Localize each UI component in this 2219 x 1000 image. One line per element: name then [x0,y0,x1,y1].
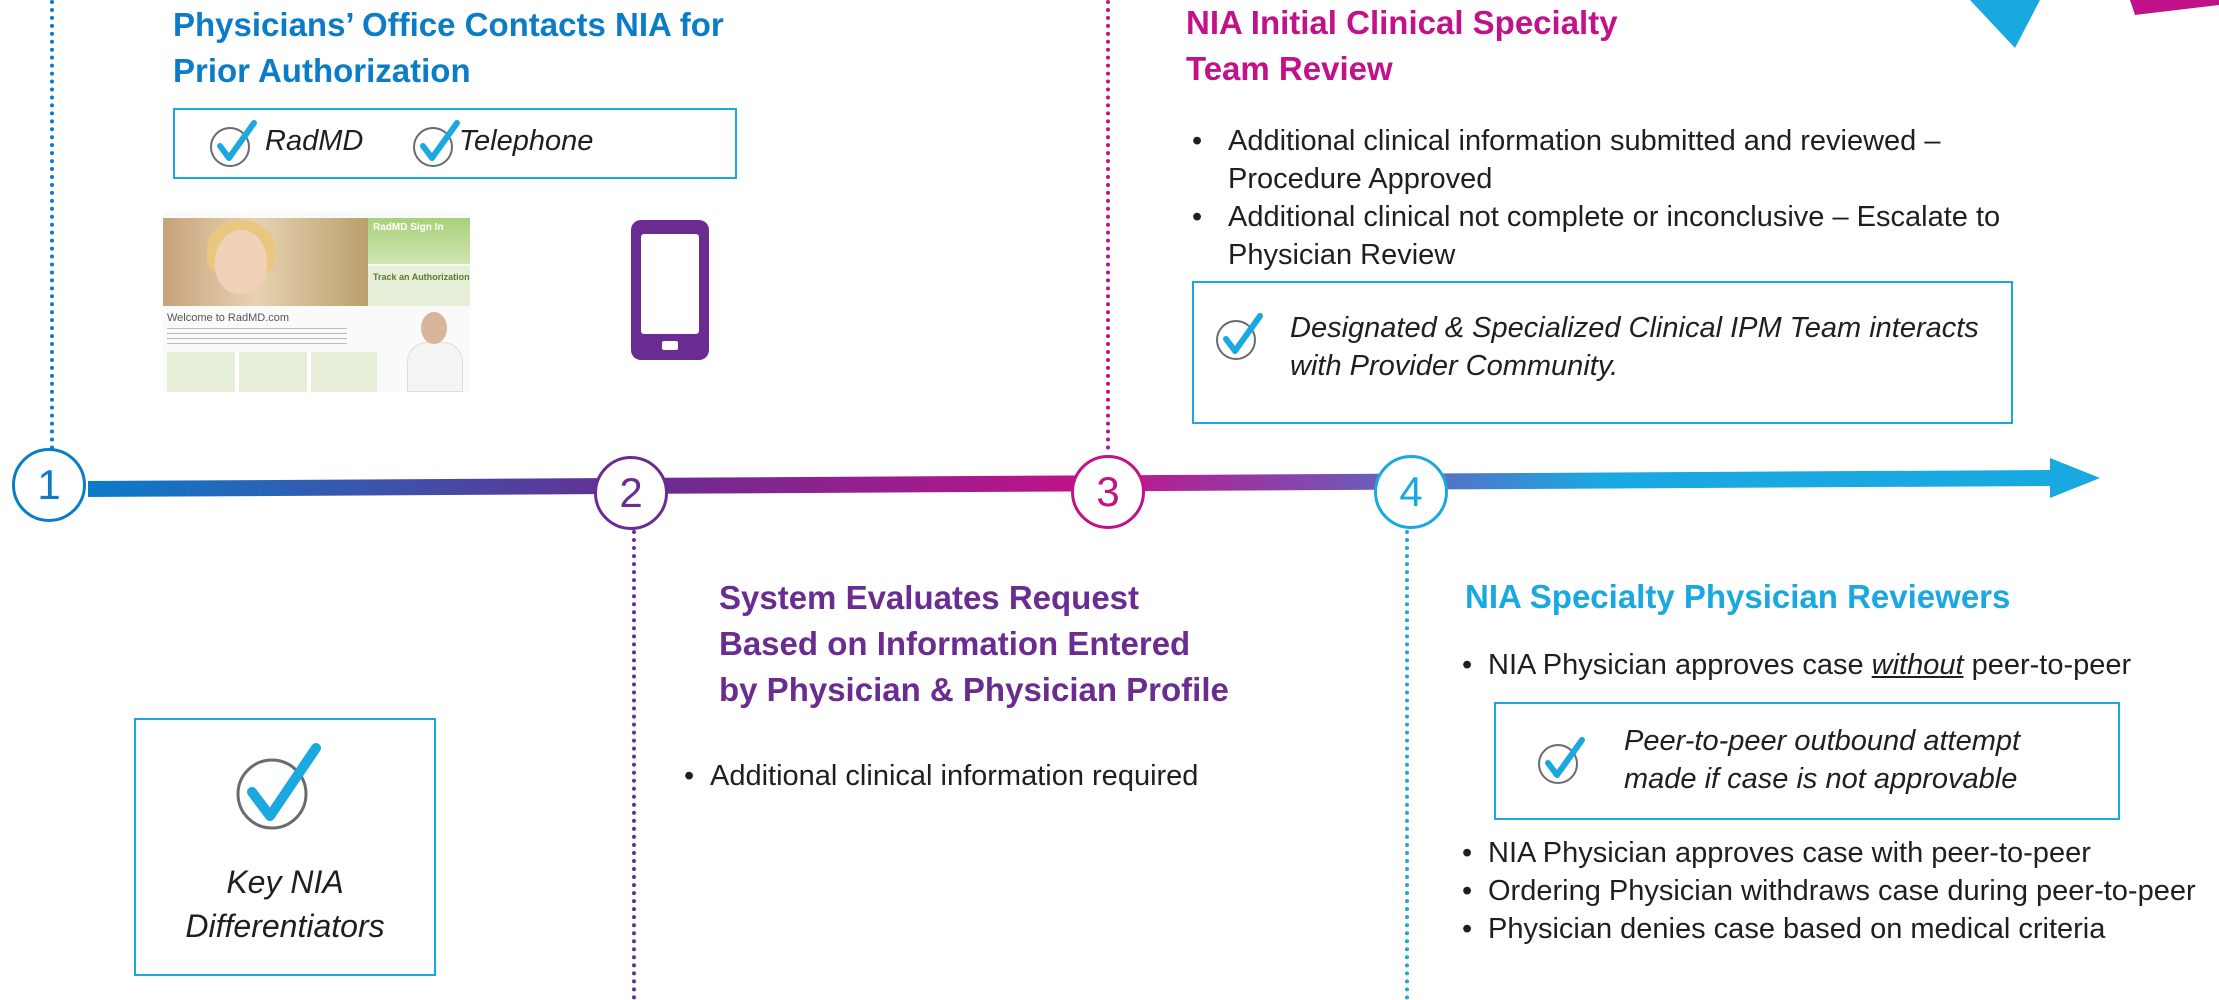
step-3-callout-box: Designated & Specialized Clinical IPM Te… [1192,281,2013,424]
bullet-emphasis: without [1871,649,1964,681]
body-text-lines [167,328,347,348]
step-4-number: 4 [1399,468,1423,515]
legend-line: Differentiators [185,908,385,944]
phone-icon [631,220,709,360]
step-3-title-line: Team Review [1186,50,1393,87]
radmd-option: RadMD [265,125,364,157]
step-2-title-line: Based on Information Entered [719,625,1191,662]
check-icon [1216,313,1263,360]
list-item: NIA Physician approves case with peer-to… [1462,834,2212,872]
legend-label: Key NIA Differentiators [136,860,434,948]
step-1-title: Physicians’ Office Contacts NIA for Prio… [173,2,793,94]
step-2-title-line: System Evaluates Request [719,579,1140,616]
callout-line: made if case is not approvable [1624,763,2018,795]
doctor-body [407,342,463,392]
step-1-title-line: Prior Authorization [173,52,471,89]
step-3-title: NIA Initial Clinical Specialty Team Revi… [1186,0,1746,92]
doctor-head [421,312,447,344]
list-item: Ordering Physician withdraws case during… [1462,872,2212,910]
signin-title: RadMD Sign In [373,222,444,233]
step-2-number: 2 [619,469,643,516]
step-1-number: 1 [37,461,61,508]
list-item: Additional clinical information submitte… [1188,122,2008,198]
welcome-text: Welcome to RadMD.com [167,312,290,324]
check-icon [413,120,460,167]
list-item: NIA Physician approves case without peer… [1462,646,2202,684]
callout-line: Designated & Specialized Clinical IPM Te… [1290,312,1979,344]
callout-line: with Provider Community. [1290,350,1619,382]
step-3-number: 3 [1096,468,1120,515]
step1-connector [50,0,54,450]
bullet-text: peer-to-peer [1963,649,2132,681]
check-icon [236,743,321,830]
step-3-title-line: NIA Initial Clinical Specialty [1186,4,1618,41]
corner-decoration [1970,0,2219,48]
step-3-bullets: Additional clinical information submitte… [1188,122,2008,274]
list-item: Additional clinical not complete or inco… [1188,198,2008,274]
list-item: Physician denies case based on medical c… [1462,910,2212,948]
step-4-bullets-top: NIA Physician approves case without peer… [1462,646,2202,684]
step-2-title-line: by Physician & Physician Profile [719,671,1229,708]
step-1-circle: 1 [12,448,86,522]
telephone-option: Telephone [459,125,594,157]
step-4-bullets-bottom: NIA Physician approves case with peer-to… [1462,834,2212,948]
step-2-circle: 2 [594,456,668,530]
step-2-title: System Evaluates Request Based on Inform… [719,575,1279,713]
step-4-circle: 4 [1374,455,1448,529]
step-4-callout-box: Peer-to-peer outbound attempt made if ca… [1494,702,2120,820]
track-panel [368,266,470,306]
key-differentiators-legend: Key NIA Differentiators [134,718,436,976]
callout-line: Peer-to-peer outbound attempt [1624,725,2021,757]
step3-connector [1106,0,1110,450]
check-icon [210,120,257,167]
step-3-circle: 3 [1071,455,1145,529]
signin-panel [368,218,470,264]
radmd-website-thumbnail: RadMD Sign In Track an Authorization Wel… [163,212,470,392]
legend-line: Key NIA [226,864,344,900]
step2-connector [632,530,636,1000]
track-title: Track an Authorization [373,272,470,282]
step-1-title-line: Physicians’ Office Contacts NIA for [173,6,724,43]
step-4-callout-text: Peer-to-peer outbound attempt made if ca… [1624,722,2104,798]
bullet-text: NIA Physician approves case [1488,649,1872,681]
link-columns [167,352,377,392]
check-icon [1538,737,1585,784]
hero-face [215,230,267,294]
step-2-bullets: Additional clinical information required [684,757,1284,795]
list-item: Additional clinical information required [684,757,1284,795]
doctor-photo [403,312,465,392]
step4-connector [1405,530,1409,1000]
step-1-options-box: RadMD Telephone [173,108,737,179]
step-3-callout-text: Designated & Specialized Clinical IPM Te… [1290,309,1990,385]
step-4-title: NIA Specialty Physician Reviewers [1465,578,2011,615]
